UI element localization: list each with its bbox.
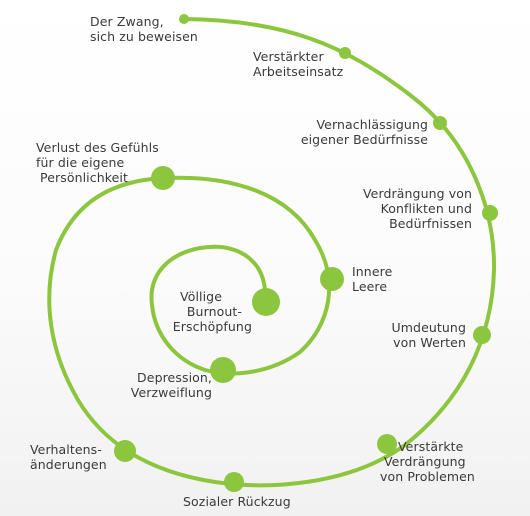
stage-label: Völlige Burnout- Erschöpfung xyxy=(168,289,252,334)
stage-line: Bedürfnissen xyxy=(389,216,472,231)
stage-line: eigener Bedürfnisse xyxy=(300,132,428,147)
stage-line: Verdrängung von xyxy=(362,186,472,201)
node-stage-9 xyxy=(151,166,175,190)
stage-line: Vernachlässigung xyxy=(316,117,428,132)
stage-line: Verstärkte xyxy=(398,439,464,454)
stage-label: Verhaltens- änderungen xyxy=(30,442,107,472)
stage-line: Verhaltens- xyxy=(30,442,102,457)
stage-line: von Werten xyxy=(393,335,466,350)
stage-label: Innere Leere xyxy=(352,264,392,294)
stage-line: Völlige xyxy=(180,289,222,304)
stage-line: Verzweiflung xyxy=(130,385,212,400)
node-stage-6 xyxy=(377,434,397,454)
stage-label: Der Zwang, sich zu beweisen xyxy=(90,14,198,44)
node-stage-7 xyxy=(224,472,244,492)
node-stage-3 xyxy=(433,116,447,130)
stage-line: Verlust des Gefühls xyxy=(36,140,159,155)
stage-line: Verstärkter xyxy=(253,49,324,64)
node-stage-5 xyxy=(473,326,491,344)
stage-line: von Problemen xyxy=(380,469,475,484)
node-stage-12 xyxy=(252,288,280,316)
stage-label: Vernachlässigung eigener Bedürfnisse xyxy=(296,117,428,147)
stage-line: Sozialer Rückzug xyxy=(183,494,291,509)
stage-line: Persönlichkeit xyxy=(40,170,129,185)
stage-label: Verstärkte Verdrängung von Problemen xyxy=(380,439,475,484)
stage-label: Umdeutung von Werten xyxy=(378,320,466,350)
stage-line: Arbeitseinsatz xyxy=(253,64,344,79)
node-stage-11 xyxy=(210,357,236,383)
stage-line: Erschöpfung xyxy=(172,319,252,334)
spiral-path xyxy=(47,17,497,488)
node-stage-1 xyxy=(179,14,189,24)
stage-line: änderungen xyxy=(30,457,107,472)
node-stage-4 xyxy=(482,205,498,221)
stage-line: Umdeutung xyxy=(391,320,466,335)
stage-line: Der Zwang, xyxy=(90,14,164,29)
stage-line: Verdrängung xyxy=(384,454,466,469)
stage-line: Depression, xyxy=(137,370,212,385)
stage-label: Verstärkter Arbeitseinsatz xyxy=(253,49,343,79)
stage-line: Konflikten und xyxy=(380,201,472,216)
node-stage-2 xyxy=(339,47,351,59)
stage-line: Burnout- xyxy=(186,304,242,319)
stage-line: Innere xyxy=(352,264,393,279)
node-stage-10 xyxy=(320,267,344,291)
stage-label: Verdrängung von Konflikten und Bedürfnis… xyxy=(349,186,472,231)
stage-label: Verlust des Gefühls für die eigene Persö… xyxy=(36,140,159,185)
stage-label: Sozialer Rückzug xyxy=(183,494,291,509)
node-stage-8 xyxy=(114,440,136,462)
stage-label: Depression, Verzweiflung xyxy=(112,370,212,400)
stage-line: sich zu beweisen xyxy=(90,29,198,44)
stage-line: Leere xyxy=(352,279,388,294)
stage-line: für die eigene xyxy=(36,155,125,170)
